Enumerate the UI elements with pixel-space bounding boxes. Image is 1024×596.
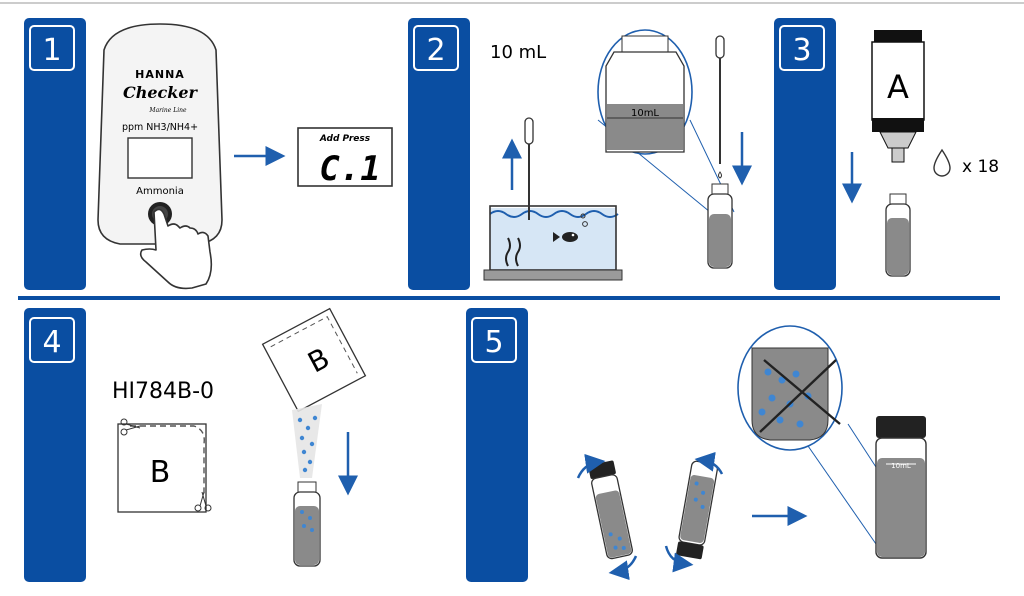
zoom-undissolved-beads bbox=[737, 325, 927, 545]
reagent-b-packet: B bbox=[117, 423, 207, 513]
lcd-prompt: Add Press bbox=[319, 134, 371, 144]
fish-icon bbox=[553, 232, 578, 242]
mixing-vial-right bbox=[676, 460, 718, 560]
sample-vial bbox=[293, 481, 321, 567]
meter-name: Ammonia bbox=[136, 186, 184, 197]
reagent-letter: A bbox=[887, 68, 909, 106]
finger-press-icon bbox=[139, 208, 213, 290]
step-number: 2 bbox=[426, 33, 445, 68]
sample-vial bbox=[707, 183, 733, 269]
powder-beads bbox=[297, 415, 318, 473]
step-number: 3 bbox=[792, 33, 811, 68]
drop-icon bbox=[933, 148, 951, 177]
meter-display bbox=[127, 137, 193, 179]
step-number: 4 bbox=[42, 325, 61, 360]
lcd-code: C.1 bbox=[319, 149, 380, 189]
vial-mark: 10mL bbox=[891, 462, 911, 470]
pouring-packet: B bbox=[261, 307, 367, 413]
step-1: 1 HANNA Checker Marine Line ppm NH3/NH4+… bbox=[24, 18, 393, 290]
drop-count: x 18 bbox=[962, 157, 999, 177]
final-vial: 10mL bbox=[875, 416, 927, 559]
rotate-arrows-icon bbox=[576, 451, 724, 581]
step-3: 3 A x 18 bbox=[774, 18, 999, 290]
dropper-pipette bbox=[715, 35, 725, 179]
meter-line: Marine Line bbox=[148, 107, 187, 114]
step-4: 4 HI784B-0 B B bbox=[24, 307, 367, 582]
step-2: 2 10 mL bbox=[408, 18, 752, 290]
sample-vial bbox=[885, 193, 911, 277]
bottle-mark: 10mL bbox=[631, 108, 659, 119]
scissors-icon bbox=[120, 418, 212, 512]
ammonia-checker-meter: HANNA Checker Marine Line ppm NH3/NH4+ A… bbox=[97, 23, 223, 245]
zoom-bottle-10ml: 10mL bbox=[597, 29, 735, 213]
reagent-code: HI784B-0 bbox=[112, 379, 214, 404]
sample-volume-label: 10 mL bbox=[490, 42, 546, 63]
reagent-a-bottle: A bbox=[871, 30, 925, 163]
step-number: 1 bbox=[42, 33, 61, 68]
meter-brand: HANNA bbox=[135, 68, 185, 81]
pipette bbox=[524, 117, 534, 220]
packet-letter: B bbox=[150, 455, 171, 490]
step-5: 5 bbox=[466, 308, 927, 582]
aquarium bbox=[483, 205, 623, 281]
meter-units: ppm NH3/NH4+ bbox=[122, 122, 198, 133]
meter-model: Checker bbox=[123, 83, 199, 102]
lcd-screen: Add Press C.1 bbox=[297, 127, 393, 189]
step-number: 5 bbox=[484, 325, 503, 360]
section-divider bbox=[18, 296, 1000, 300]
mixing-vial-left bbox=[588, 460, 633, 560]
